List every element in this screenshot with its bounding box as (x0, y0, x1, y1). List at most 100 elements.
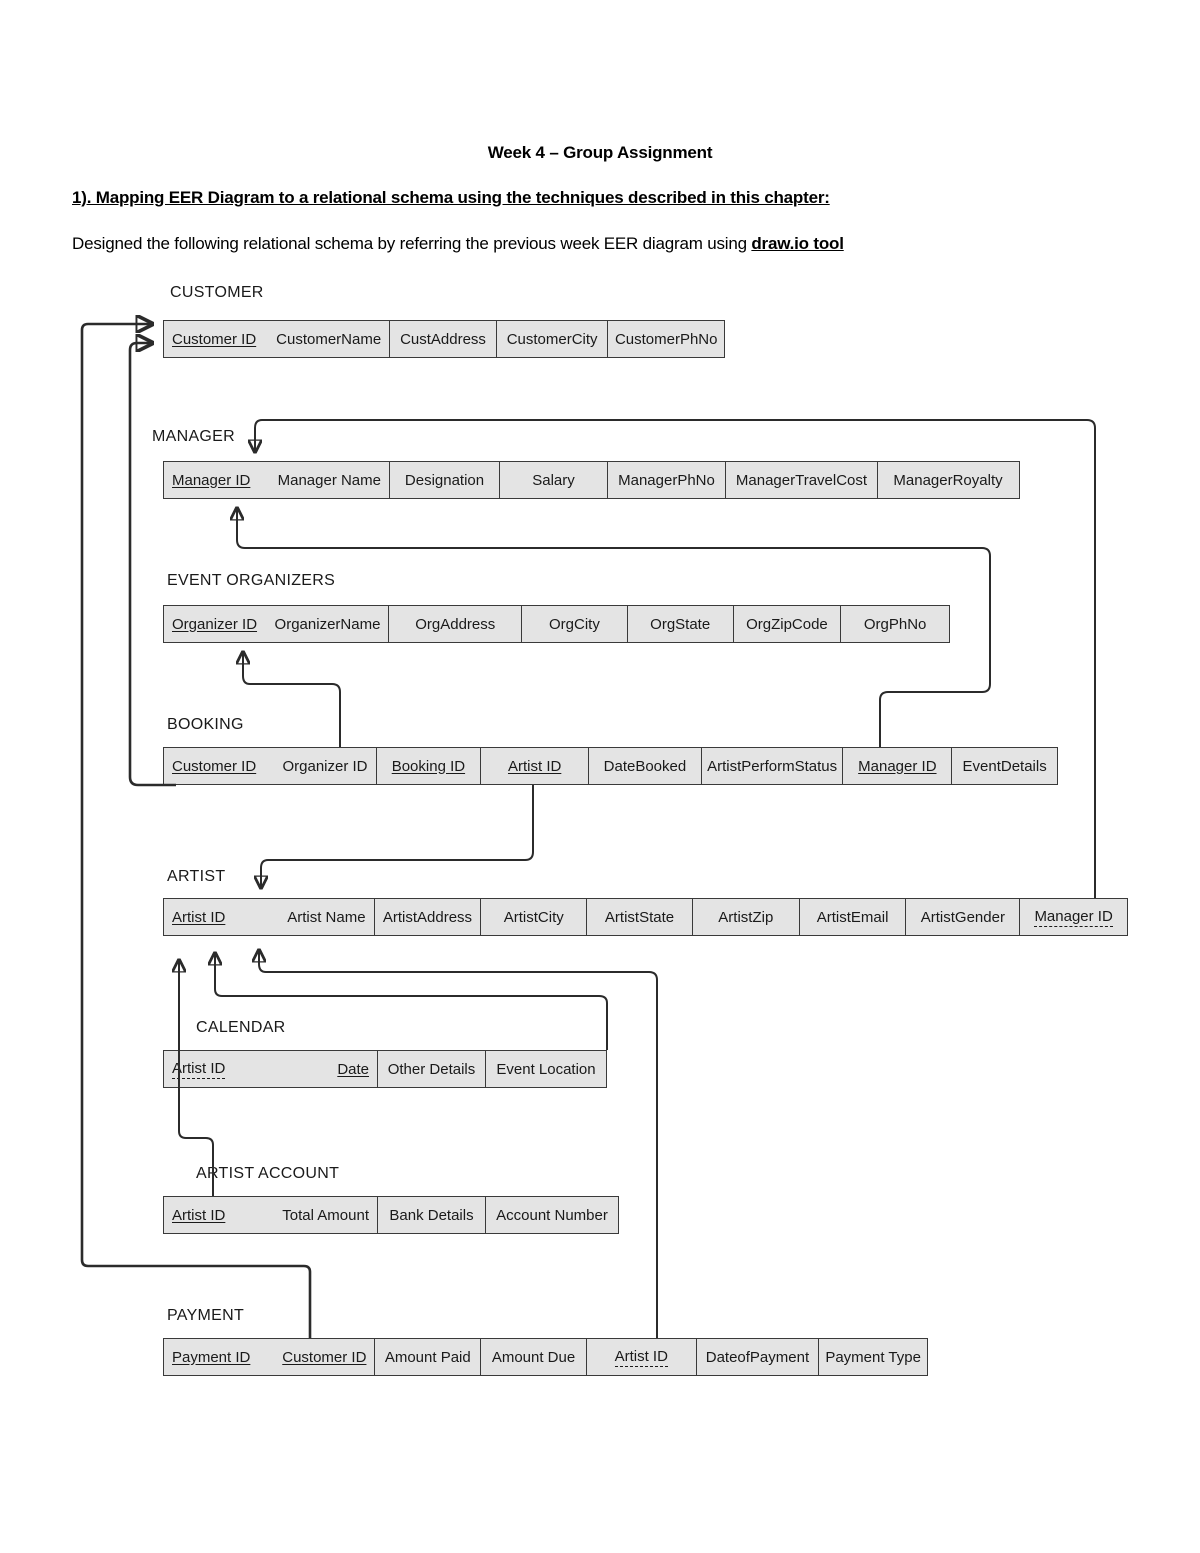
attr-artist-name: Artist Name (287, 908, 366, 926)
attr-designation: Designation (404, 471, 485, 489)
cell-booking-customer-organizer: Customer ID Organizer ID (164, 748, 377, 784)
attr-booking-customer-id: Customer ID (172, 757, 257, 775)
cell-payment-type: Payment Type (819, 1339, 927, 1375)
attr-manager-travel-cost: ManagerTravelCost (735, 471, 868, 489)
attr-event-details: EventDetails (962, 757, 1047, 775)
attr-artist-manager-id: Manager ID (1034, 907, 1113, 927)
cell-amount-paid: Amount Paid (375, 1339, 482, 1375)
relation-name-customer: CUSTOMER (170, 284, 264, 301)
attr-artist-city: ArtistCity (503, 908, 564, 926)
relation-table-customer: Customer ID CustomerName CustAddress Cus… (163, 320, 725, 358)
wire-booking-organizer-to-organizer (243, 652, 341, 747)
relation-table-artist-account: Artist ID Total Amount Bank Details Acco… (163, 1196, 619, 1234)
cell-manager-royalty: ManagerRoyalty (878, 462, 1018, 498)
cell-date-of-payment: DateofPayment (697, 1339, 820, 1375)
attr-booking-manager-id: Manager ID (858, 757, 937, 775)
cell-designation: Designation (390, 462, 500, 498)
cell-account-artist-total: Artist ID Total Amount (164, 1197, 378, 1233)
cell-booking-artist-id: Artist ID (481, 748, 590, 784)
attr-org-address: OrgAddress (415, 615, 496, 633)
attr-account-artist-id: Artist ID (172, 1206, 226, 1224)
attr-artist-email: ArtistEmail (816, 908, 889, 926)
cell-artist-gender: ArtistGender (906, 899, 1021, 935)
attr-date-booked: DateBooked (603, 757, 687, 775)
relation-name-calendar: CALENDAR (196, 1019, 286, 1036)
cell-artist-address: ArtistAddress (375, 899, 482, 935)
relation-name-artist: ARTIST (167, 868, 226, 885)
cell-manager-travel-cost: ManagerTravelCost (726, 462, 878, 498)
cell-artist-perform-status: ArtistPerformStatus (702, 748, 844, 784)
attr-amount-paid: Amount Paid (384, 1348, 471, 1366)
attr-artist-zip: ArtistZip (718, 908, 774, 926)
cell-other-details: Other Details (378, 1051, 486, 1087)
attr-org-city: OrgCity (549, 615, 600, 633)
cell-artist-state: ArtistState (587, 899, 693, 935)
attr-artist-address: ArtistAddress (382, 908, 473, 926)
attr-booking-id: Booking ID (391, 757, 466, 775)
intro-paragraph: Designed the following relational schema… (72, 234, 844, 254)
attr-calendar-date: Date (337, 1060, 369, 1078)
attr-org-zipcode: OrgZipCode (746, 615, 828, 633)
wire-booking-artist-to-artist (261, 785, 534, 888)
cell-customer-city: CustomerCity (497, 321, 609, 357)
attr-payment-id: Payment ID (172, 1348, 251, 1366)
cell-artist-manager-id: Manager ID (1020, 899, 1127, 935)
cell-amount-due: Amount Due (481, 1339, 587, 1375)
attr-manager-royalty: ManagerRoyalty (893, 471, 1003, 489)
cell-calendar-artist-date: Artist ID Date (164, 1051, 378, 1087)
relation-table-artist: Artist ID Artist Name ArtistAddress Arti… (163, 898, 1128, 936)
attr-artist-id: Artist ID (172, 908, 226, 926)
attr-calendar-artist-id: Artist ID (172, 1059, 226, 1079)
attr-customer-id: Customer ID (172, 330, 257, 348)
cell-booking-id: Booking ID (377, 748, 482, 784)
relation-table-calendar: Artist ID Date Other Details Event Locat… (163, 1050, 607, 1088)
attr-artist-gender: ArtistGender (920, 908, 1005, 926)
cell-artist-email: ArtistEmail (800, 899, 907, 935)
cell-customer-phno: CustomerPhNo (608, 321, 724, 357)
cell-booking-manager-id: Manager ID (843, 748, 953, 784)
relation-table-payment: Payment ID Customer ID Amount Paid Amoun… (163, 1338, 928, 1376)
cell-org-state: OrgState (628, 606, 734, 642)
attr-organizer-id: Organizer ID (172, 615, 258, 633)
relation-name-event-organizers: EVENT ORGANIZERS (167, 572, 336, 589)
attr-event-location: Event Location (496, 1060, 596, 1078)
cell-customer-id-name: Customer ID CustomerName (164, 321, 391, 357)
question-heading: 1). Mapping EER Diagram to a relational … (72, 188, 830, 207)
relation-name-artist-account: ARTIST ACCOUNT (196, 1165, 340, 1182)
attr-bank-details: Bank Details (389, 1206, 474, 1224)
relation-table-booking: Customer ID Organizer ID Booking ID Arti… (163, 747, 1058, 785)
relation-table-event-organizers: Organizer ID OrganizerName OrgAddress Or… (163, 605, 950, 643)
cell-org-zipcode: OrgZipCode (734, 606, 842, 642)
attr-artist-state: ArtistState (604, 908, 675, 926)
cell-org-address: OrgAddress (389, 606, 523, 642)
attr-payment-artist-id: Artist ID (614, 1347, 668, 1367)
cell-event-location: Event Location (486, 1051, 606, 1087)
cell-artist-city: ArtistCity (481, 899, 588, 935)
attr-booking-organizer-id: Organizer ID (282, 757, 368, 775)
attr-organizer-name: OrganizerName (274, 615, 381, 633)
cell-artist-zip: ArtistZip (693, 899, 800, 935)
cell-org-phno: OrgPhNo (841, 606, 949, 642)
cell-artist-id-name: Artist ID Artist Name (164, 899, 375, 935)
attr-customer-city: CustomerCity (506, 330, 598, 348)
attr-payment-customer-id: Customer ID (282, 1348, 367, 1366)
attr-manager-phno: ManagerPhNo (618, 471, 715, 489)
attr-salary: Salary (532, 471, 575, 489)
attr-customer-phno: CustomerPhNo (614, 330, 718, 348)
attr-manager-id: Manager ID (172, 471, 251, 489)
cell-organizer-id-name: Organizer ID OrganizerName (164, 606, 390, 642)
attr-org-state: OrgState (650, 615, 711, 633)
attr-other-details: Other Details (387, 1060, 476, 1078)
relation-name-booking: BOOKING (167, 716, 244, 733)
attr-booking-artist-id: Artist ID (507, 757, 562, 775)
page-title: Week 4 – Group Assignment (487, 143, 713, 162)
cell-salary: Salary (500, 462, 608, 498)
cell-manager-phno: ManagerPhNo (608, 462, 726, 498)
cell-cust-address: CustAddress (390, 321, 497, 357)
attr-org-phno: OrgPhNo (863, 615, 927, 633)
attr-total-amount: Total Amount (282, 1206, 369, 1224)
cell-payment-id-customer-id: Payment ID Customer ID (164, 1339, 376, 1375)
cell-payment-artist-id: Artist ID (587, 1339, 697, 1375)
attr-date-of-payment: DateofPayment (705, 1348, 810, 1366)
